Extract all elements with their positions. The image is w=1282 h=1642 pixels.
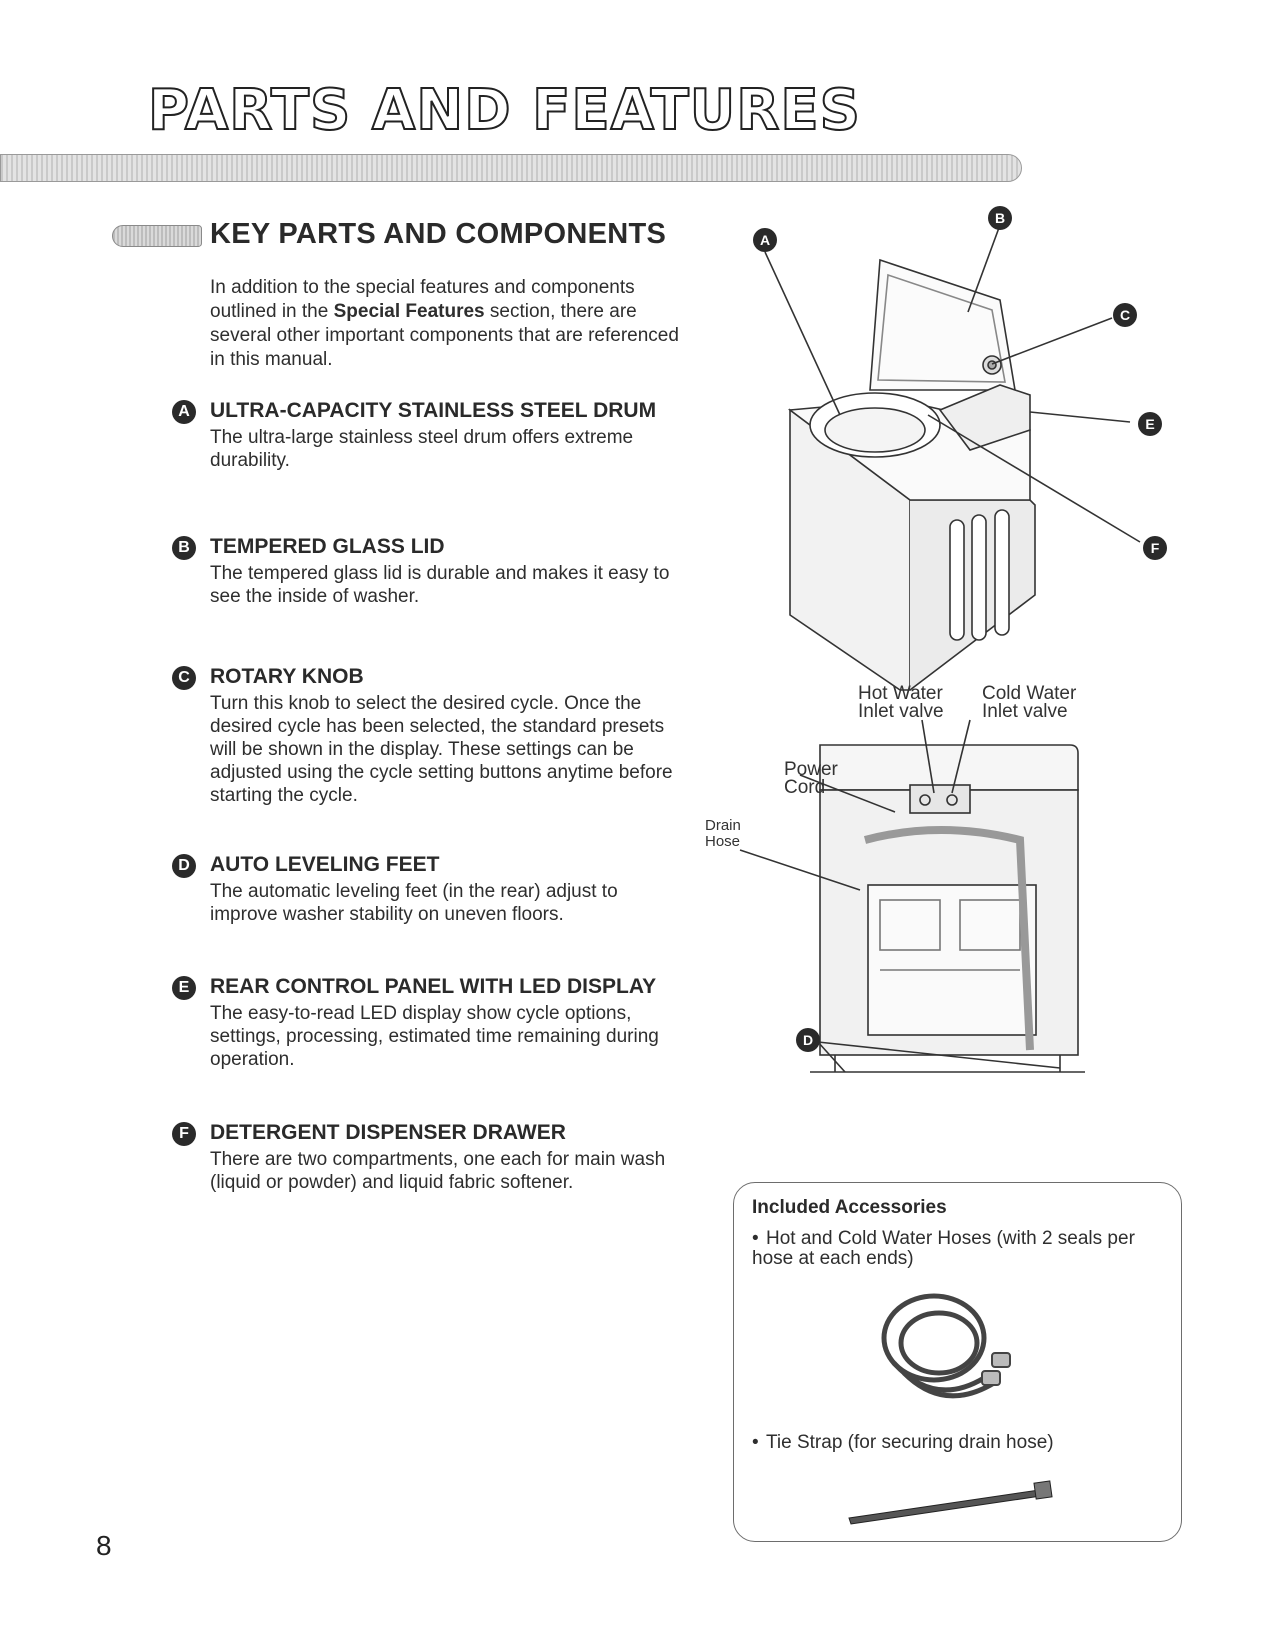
page-number: 8: [96, 1530, 112, 1561]
bullet-icon: •: [752, 1432, 759, 1453]
callout-b-label: B: [995, 210, 1005, 226]
part-title: DETERGENT DISPENSER DRAWER: [210, 1121, 566, 1144]
washer-illustration: A B C E F D: [739, 206, 1167, 1073]
hoses-illustration: [881, 1293, 1011, 1399]
intro-text-start: In addition to the special features and …: [210, 277, 635, 322]
section-title: KEY PARTS AND COMPONENTS: [210, 218, 667, 250]
washer-diagram: A B C E F D Hot Water Inlet valve Cold W…: [700, 200, 1282, 1180]
callout-f-label: F: [1151, 540, 1160, 556]
part-item-rotary-knob: C ROTARY KNOB Turn this knob to select t…: [172, 664, 692, 807]
accessories-title: Included Accessories: [752, 1197, 947, 1218]
power-cord-label-2: Cord: [784, 777, 826, 798]
hot-water-label-2: Inlet valve: [858, 701, 944, 722]
callout-a-icon: [753, 228, 777, 252]
page-title: PARTS AND FEATURES: [147, 77, 861, 144]
part-item-glass-lid: B TEMPERED GLASS LID The tempered glass …: [172, 534, 692, 608]
callout-c-icon: [1113, 303, 1137, 327]
callout-e-label: E: [1145, 416, 1154, 432]
title-divider-bar: [0, 154, 1022, 182]
part-description: Turn this knob to select the desired cyc…: [210, 693, 673, 806]
part-description: There are two compartments, one each for…: [210, 1149, 666, 1193]
callout-e-icon: [1138, 412, 1162, 436]
callout-f-icon: [1143, 536, 1167, 560]
callout-d-label: D: [803, 1032, 813, 1048]
accessories-box: Included Accessories •Hot and Cold Water…: [733, 1182, 1182, 1542]
part-title: ULTRA-CAPACITY STAINLESS STEEL DRUM: [210, 399, 657, 422]
callout-b-icon: [988, 206, 1012, 230]
badge-e-icon: E: [172, 976, 196, 1000]
cold-water-label-2: Inlet valve: [982, 701, 1068, 722]
drain-hose-label-2: Hose: [705, 833, 741, 850]
part-description: The automatic leveling feet (in the rear…: [210, 881, 618, 925]
accessory-text: Tie Strap (for securing drain hose): [766, 1432, 1054, 1453]
part-description: The tempered glass lid is durable and ma…: [210, 563, 670, 607]
callout-a-label: A: [760, 232, 770, 248]
part-title: TEMPERED GLASS LID: [210, 535, 445, 558]
accessory-text: Hot and Cold Water Hoses (with 2 seals p…: [752, 1228, 1135, 1269]
section-marker: [112, 225, 202, 247]
part-item-control-panel: E REAR CONTROL PANEL WITH LED DISPLAY Th…: [172, 974, 692, 1071]
part-title: ROTARY KNOB: [210, 665, 364, 688]
badge-a-icon: A: [172, 400, 196, 424]
drain-hose-label-1: Drain: [705, 817, 741, 834]
badge-d-icon: D: [172, 854, 196, 878]
badge-c-icon: C: [172, 666, 196, 690]
intro-text-end: section, there are several other importa…: [210, 301, 679, 370]
part-item-leveling-feet: D AUTO LEVELING FEET The automatic level…: [172, 852, 692, 926]
part-description: The ultra-large stainless steel drum off…: [210, 427, 634, 471]
part-title: AUTO LEVELING FEET: [210, 853, 440, 876]
intro-paragraph: In addition to the special features and …: [210, 276, 680, 372]
badge-f-icon: F: [172, 1122, 196, 1146]
tie-strap-illustration: [848, 1480, 1053, 1525]
accessory-item-tie-strap: • Tie Strap (for securing drain hose): [752, 1433, 1162, 1453]
badge-b-icon: B: [172, 536, 196, 560]
hot-water-label-1: Hot Water: [858, 683, 943, 704]
intro-text-bold: Special Features: [333, 301, 485, 322]
callout-d-icon: [796, 1028, 820, 1052]
power-cord-label-1: Power: [784, 759, 838, 780]
part-description: The easy-to-read LED display show cycle …: [210, 1003, 659, 1070]
cold-water-label-1: Cold Water: [982, 683, 1077, 704]
accessory-item-hoses: •Hot and Cold Water Hoses (with 2 seals …: [752, 1229, 1162, 1269]
part-item-dispenser-drawer: F DETERGENT DISPENSER DRAWER There are t…: [172, 1120, 692, 1194]
bullet-icon: •: [752, 1228, 759, 1249]
part-title: REAR CONTROL PANEL WITH LED DISPLAY: [210, 975, 657, 998]
callout-c-label: C: [1120, 307, 1130, 323]
part-item-drum: A ULTRA-CAPACITY STAINLESS STEEL DRUM Th…: [172, 398, 692, 472]
